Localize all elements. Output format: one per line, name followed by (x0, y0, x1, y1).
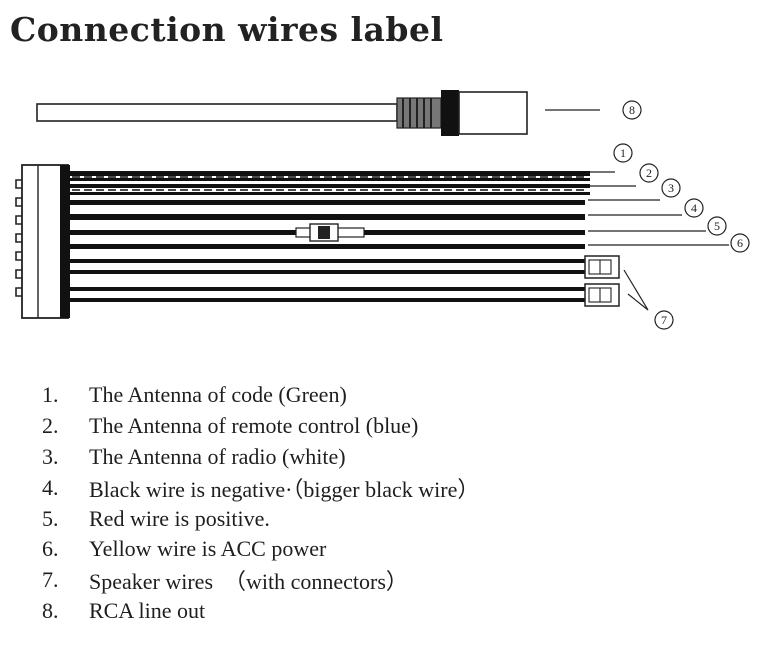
callout-1-label: 1 (620, 146, 626, 160)
callout-3-label: 3 (668, 181, 674, 195)
callout-4: 4 (684, 198, 704, 218)
wiring-diagram: 1 2 3 4 5 6 7 8 (15, 90, 750, 330)
callout-8-label: 8 (629, 103, 635, 117)
leader-7 (623, 269, 649, 311)
callout-leaders (588, 171, 729, 311)
callout-4-label: 4 (691, 201, 697, 215)
legend-number: 6. (42, 536, 59, 562)
page-title: Connection wires label (10, 10, 444, 49)
legend-text: Speaker wires （with connectors） (89, 569, 408, 595)
legend-text: RCA line out (89, 597, 206, 623)
legend-item: 7. Speaker wires （with connectors） (42, 565, 479, 596)
legend-item: 4. Black wire is negative·（bigger black w… (42, 472, 479, 503)
rca-plug-body (458, 91, 528, 135)
callout-7: 7 (654, 310, 674, 330)
speaker-wire-1 (70, 259, 585, 263)
inline-fuse (295, 223, 365, 242)
legend-text: Black wire is negative·（bigger black wir… (89, 476, 480, 502)
callout-6: 6 (730, 233, 750, 253)
legend-item: 6. Yellow wire is ACC power (42, 534, 479, 565)
legend-number: 4. (42, 474, 59, 500)
callout-2-label: 2 (646, 166, 652, 180)
callout-8: 8 (622, 100, 642, 120)
speaker-connector-bottom (584, 283, 620, 307)
legend-number: 3. (42, 443, 59, 469)
connector-pins (15, 179, 22, 297)
legend-text: Red wire is positive. (89, 505, 270, 531)
speaker-wire-2 (70, 270, 585, 274)
speaker-wire-3 (70, 287, 585, 291)
legend-text: The Antenna of radio (white) (89, 443, 346, 469)
legend-number: 7. (42, 567, 59, 593)
legend-text: The Antenna of code (Green) (89, 382, 347, 408)
callout-5: 5 (707, 216, 727, 236)
legend-number: 2. (42, 413, 59, 439)
callout-7-label: 7 (661, 313, 667, 327)
rca-strain-relief (396, 97, 442, 129)
callout-5-label: 5 (714, 219, 720, 233)
antenna-remote-wire (70, 184, 590, 195)
legend-number: 1. (42, 382, 59, 408)
main-connector (15, 164, 70, 319)
callout-2: 2 (639, 163, 659, 183)
rca-cable-sheath (36, 103, 398, 122)
yellow-acc-wire (70, 244, 585, 249)
legend-text: The Antenna of remote control (blue) (89, 413, 419, 439)
legend-item: 2. The Antenna of remote control (blue) (42, 411, 479, 442)
legend-item: 5. Red wire is positive. (42, 503, 479, 534)
rca-band (441, 90, 459, 136)
legend-text: Yellow wire is ACC power (89, 536, 327, 562)
antenna-radio-wire (70, 200, 585, 205)
legend-item: 1. The Antenna of code (Green) (42, 380, 479, 411)
speaker-wire-4 (70, 298, 585, 302)
wire-bundle (70, 171, 590, 302)
legend-item: 3. The Antenna of radio (white) (42, 442, 479, 473)
legend-item: 8. RCA line out (42, 596, 479, 627)
callout-6-label: 6 (737, 236, 743, 250)
callout-1: 1 (613, 143, 633, 163)
speaker-connector-top (584, 255, 620, 279)
rca-cable (36, 90, 600, 136)
legend-number: 8. (42, 597, 59, 623)
legend-list: 1. The Antenna of code (Green) 2. The Ante… (42, 380, 479, 626)
callout-3: 3 (661, 178, 681, 198)
antenna-code-wire (70, 171, 590, 181)
connector-collar (60, 165, 70, 318)
black-negative-wire (70, 214, 585, 220)
legend-number: 5. (42, 505, 59, 531)
